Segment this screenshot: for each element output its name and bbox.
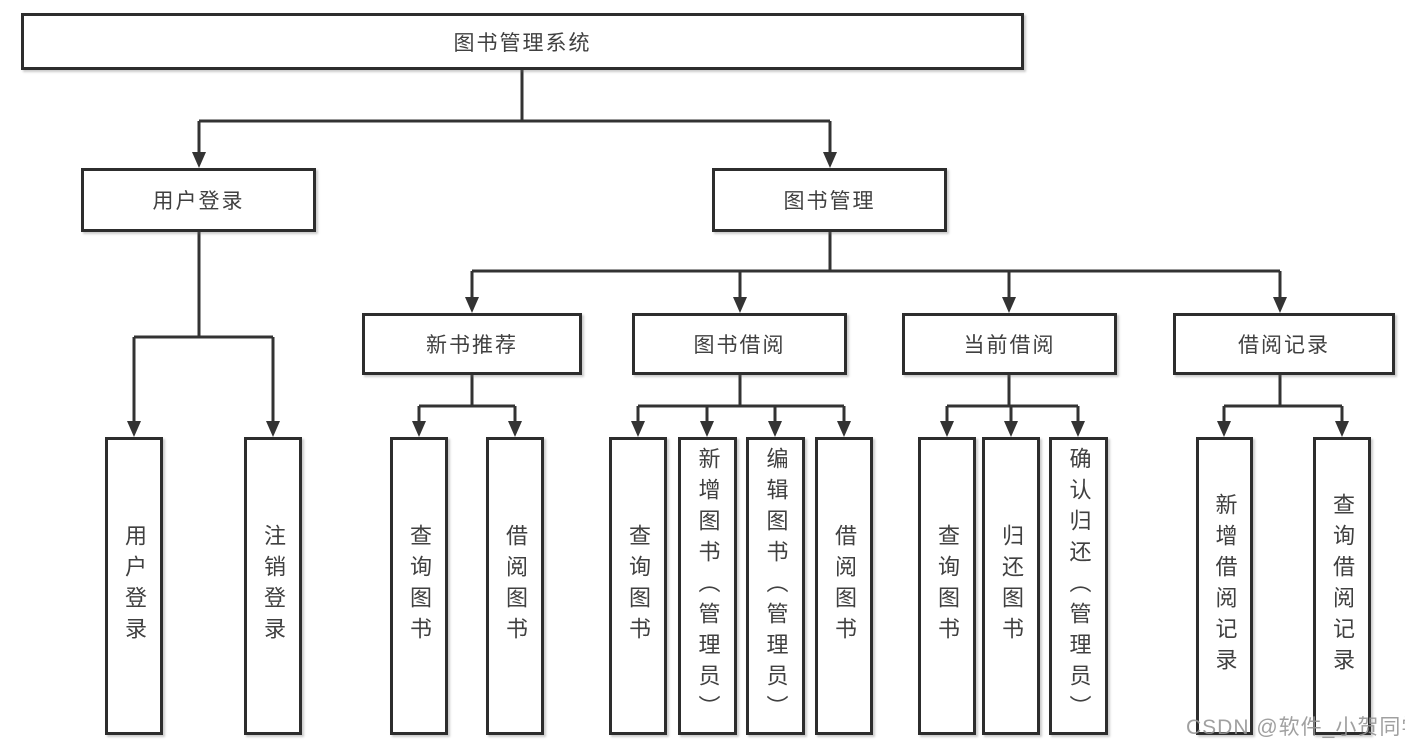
node-borrowing-records: 借阅记录 xyxy=(1173,313,1395,375)
leaf-logout: 注销登录 xyxy=(244,437,302,735)
node-current-borrowing: 当前借阅 xyxy=(902,313,1117,375)
node-book-management: 图书管理 xyxy=(712,168,947,232)
leaf-return-book-label: 归还图书 xyxy=(999,524,1024,648)
leaf-query-books-recommend-label: 查询图书 xyxy=(407,524,432,648)
leaf-user-login-label: 用户登录 xyxy=(122,524,147,648)
leaf-add-borrow-record: 新增借阅记录 xyxy=(1196,437,1253,735)
node-root-label: 图书管理系统 xyxy=(453,31,592,55)
leaf-add-book-admin-label: 新增图书（管理员） xyxy=(695,446,721,726)
node-new-book-recommend-label: 新书推荐 xyxy=(426,334,518,357)
leaf-borrow-books-recommend: 借阅图书 xyxy=(486,437,544,735)
leaf-query-books-current: 查询图书 xyxy=(918,437,976,735)
leaf-query-books-borrowing-label: 查询图书 xyxy=(626,524,651,648)
leaf-borrow-books-recommend-label: 借阅图书 xyxy=(503,524,528,648)
leaf-add-borrow-record-label: 新增借阅记录 xyxy=(1212,493,1238,679)
node-new-book-recommend: 新书推荐 xyxy=(362,313,582,375)
node-root-library-system: 图书管理系统 xyxy=(21,13,1024,70)
leaf-edit-book-admin: 编辑图书（管理员） xyxy=(746,437,805,735)
leaf-query-books-recommend: 查询图书 xyxy=(390,437,448,735)
leaf-query-borrow-record-label: 查询借阅记录 xyxy=(1330,493,1355,679)
node-borrowing-records-label: 借阅记录 xyxy=(1238,334,1330,357)
leaf-query-books-current-label: 查询图书 xyxy=(935,524,960,648)
node-book-borrowing: 图书借阅 xyxy=(632,313,847,375)
leaf-borrow-books-borrowing: 借阅图书 xyxy=(815,437,873,735)
watermark: CSDN @软件_小贺同学 xyxy=(1186,716,1405,739)
leaf-query-books-borrowing: 查询图书 xyxy=(609,437,667,735)
leaf-borrow-books-borrowing-label: 借阅图书 xyxy=(832,524,857,648)
node-book-management-label: 图书管理 xyxy=(783,190,876,213)
leaf-confirm-return-admin: 确认归还（管理员） xyxy=(1049,437,1108,735)
leaf-add-book-admin: 新增图书（管理员） xyxy=(678,437,737,735)
node-user-login: 用户登录 xyxy=(81,168,316,232)
node-book-borrowing-label: 图书借阅 xyxy=(693,334,786,357)
node-current-borrowing-label: 当前借阅 xyxy=(963,334,1056,357)
leaf-logout-label: 注销登录 xyxy=(261,524,286,648)
leaf-return-book: 归还图书 xyxy=(982,437,1040,735)
leaf-user-login: 用户登录 xyxy=(105,437,163,735)
leaf-edit-book-admin-label: 编辑图书（管理员） xyxy=(763,446,789,726)
leaf-query-borrow-record: 查询借阅记录 xyxy=(1313,437,1371,735)
node-user-login-label: 用户登录 xyxy=(152,190,245,213)
leaf-confirm-return-admin-label: 确认归还（管理员） xyxy=(1066,446,1092,726)
